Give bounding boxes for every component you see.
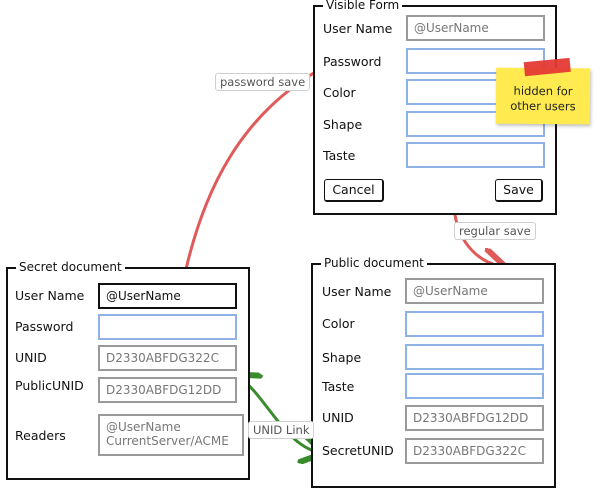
sd-unid-field[interactable]: D2330ABFDG322C [98,345,237,371]
pd-color-field[interactable] [405,311,544,337]
vf-user-name-field[interactable]: @UserName [406,15,545,41]
sd-user-name-label: User Name [15,288,85,303]
secret-document-title: Secret document [16,260,125,274]
sd-unid-label: UNID [15,350,47,365]
pd-user-name-label: User Name [322,284,392,299]
sd-password-label: Password [15,319,74,334]
sd-public-unid-field[interactable]: D2330ABFDG12DD [98,377,237,403]
save-button[interactable]: Save [495,179,543,202]
unid-link-arrow [240,378,318,452]
vf-user-name-label: User Name [323,21,393,36]
sticky-note-text: hidden for other users [496,84,590,115]
pd-color-label: Color [322,316,355,331]
vf-taste-field[interactable] [406,142,545,168]
sd-public-unid-label: PublicUNID [15,378,84,393]
pd-taste-field[interactable] [405,373,544,399]
vf-password-label: Password [323,54,382,69]
pd-user-name-field[interactable]: @UserName [405,278,544,304]
sd-readers-field[interactable]: @UserName CurrentServer/ACME [98,414,244,456]
public-document-title: Public document [321,256,427,270]
unid-link-tag: UNID Link [248,421,315,439]
vf-taste-label: Taste [323,148,356,163]
sticky-note: hidden for other users [495,57,591,125]
pd-shape-field[interactable] [405,344,544,370]
sd-readers-line1: @UserName [106,420,181,434]
pd-unid-label: UNID [322,410,354,425]
sd-user-name-field[interactable]: @UserName [98,283,237,309]
vf-color-label: Color [323,85,356,100]
pd-shape-label: Shape [322,350,362,365]
visible-form-title: Visible Form [323,0,403,12]
sticky-note-line1: hidden for [513,83,573,99]
pd-taste-label: Taste [322,379,355,394]
sd-readers-label: Readers [15,428,66,443]
cancel-button[interactable]: Cancel [324,179,384,202]
vf-shape-label: Shape [323,117,363,132]
sticky-tape [523,57,571,77]
sticky-note-line2: other users [510,98,576,114]
pd-secret-unid-field[interactable]: D2330ABFDG322C [405,438,544,464]
sd-password-field[interactable] [98,314,237,340]
pd-secret-unid-label: SecretUNID [322,443,394,458]
pd-unid-field[interactable]: D2330ABFDG12DD [405,405,544,431]
sd-readers-line2: CurrentServer/ACME [106,434,229,448]
password-save-tag: password save [215,73,311,91]
regular-save-tag: regular save [454,222,536,240]
